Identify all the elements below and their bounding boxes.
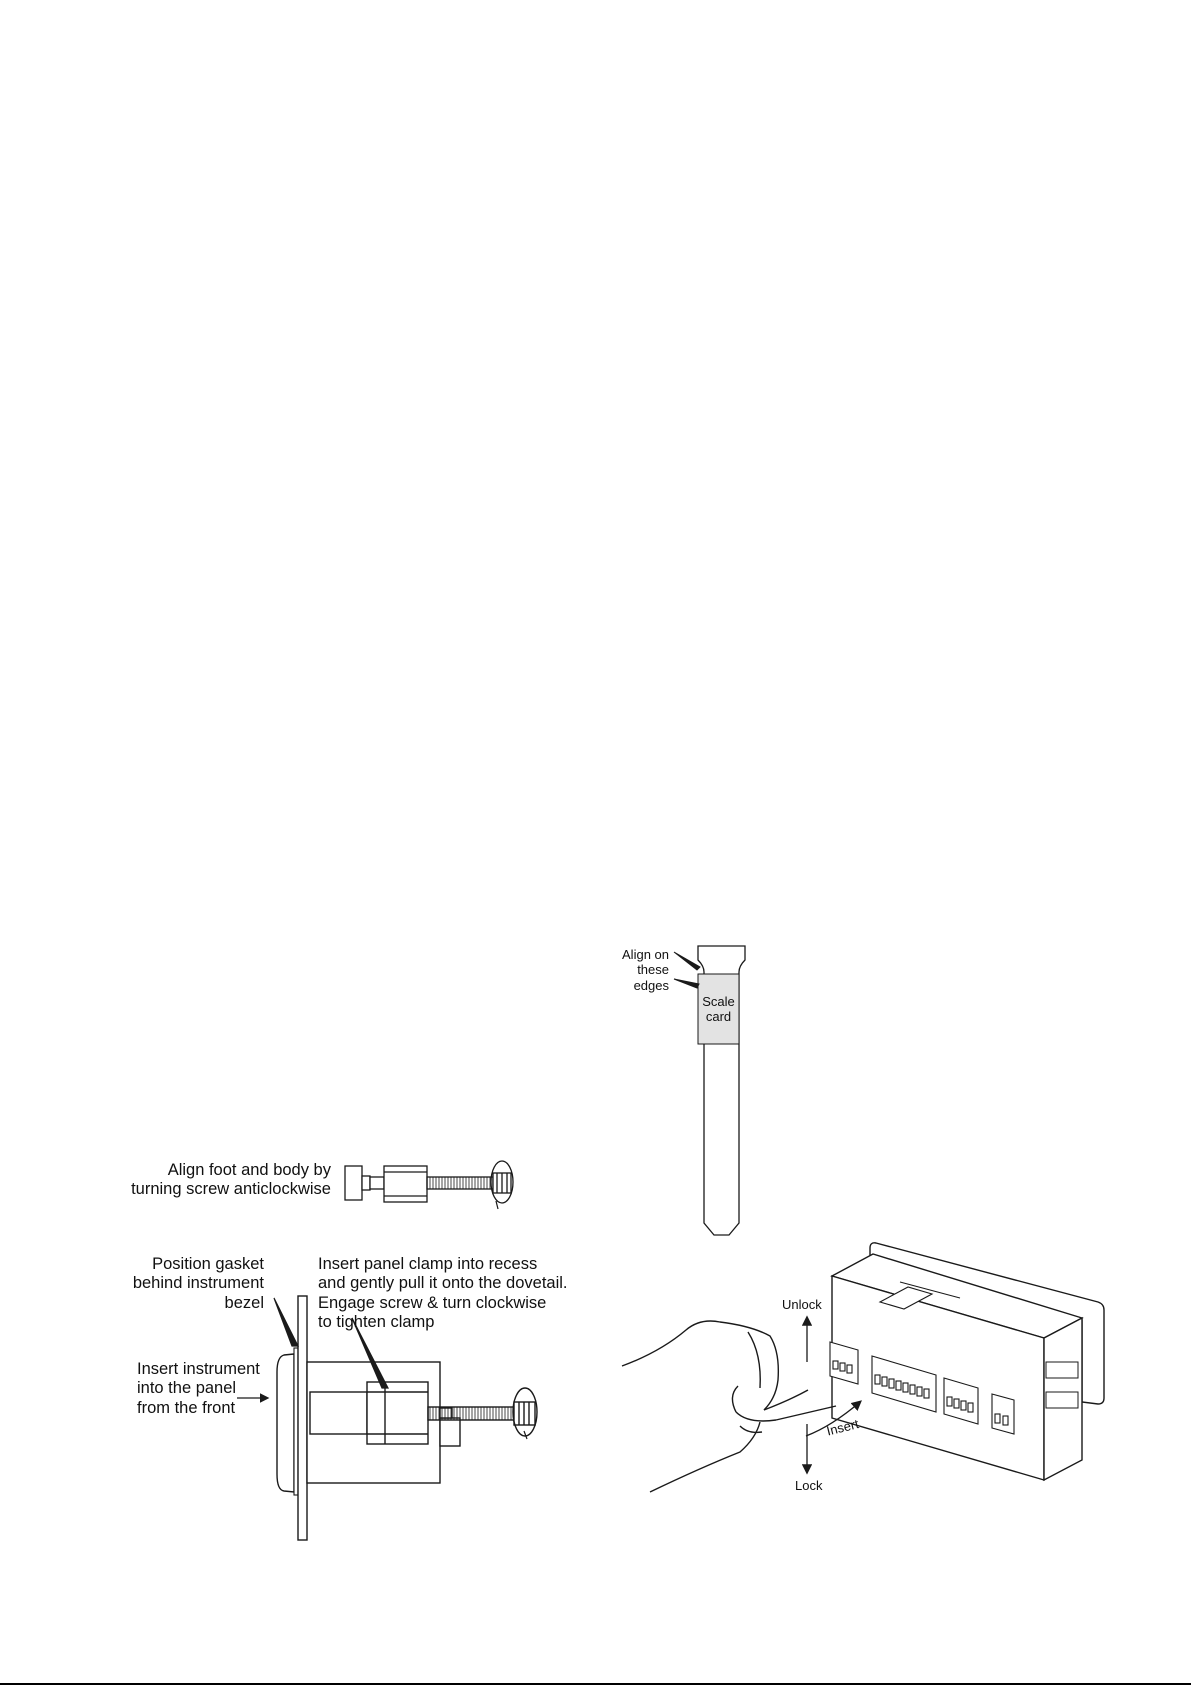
- panel-mount-side-view: [276, 1295, 538, 1541]
- insert-instrument-caption: Insert instrument into the panel from th…: [137, 1360, 260, 1417]
- page-bottom-rule: [0, 1683, 1191, 1685]
- clamp-screw-small: [344, 1160, 514, 1210]
- scale-card-diagram: [697, 945, 746, 1236]
- unlock-label: Unlock: [782, 1297, 822, 1312]
- scale-card-label: Scale card: [702, 994, 735, 1025]
- align-edges-caption: Align on these edges: [622, 947, 669, 993]
- lock-label: Lock: [795, 1478, 823, 1493]
- hand-illustration: [621, 1320, 837, 1493]
- align-foot-caption: Align foot and body by turning screw ant…: [131, 1161, 331, 1199]
- instrument-rear-view: [830, 1242, 1105, 1482]
- leader-lines-clamp: [237, 1297, 389, 1403]
- motion-arrows: [801, 1315, 862, 1475]
- insert-clamp-caption: Insert panel clamp into recess and gentl…: [318, 1255, 568, 1332]
- terminal-blocks: [829, 1341, 1015, 1435]
- leader-lines-scale-card: [673, 951, 701, 989]
- gasket-caption: Position gasket behind instrument bezel: [132, 1255, 264, 1312]
